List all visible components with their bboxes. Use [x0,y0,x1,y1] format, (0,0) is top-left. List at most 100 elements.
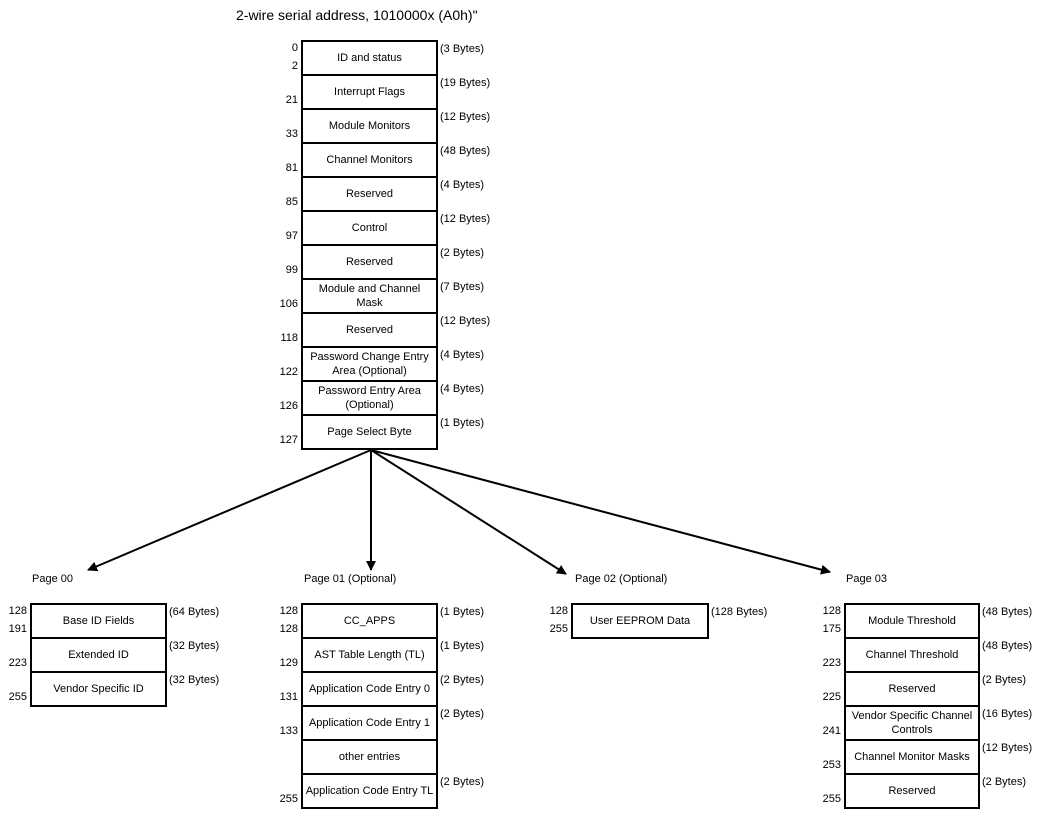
page-02-end-address: 255 [549,623,568,635]
page-00-title: Page 00 [32,573,73,585]
page-03-block-label: Vendor Specific Channel Controls [851,710,973,736]
page-03-block-label: Channel Monitor Masks [854,751,970,763]
lower-block-label: Page Select Byte [327,426,412,438]
page-01-end-address: 128 [279,623,298,635]
arrow-to-page-00 [87,449,372,572]
page-00-block: Vendor Specific ID [30,671,167,707]
page-00-block-size: (64 Bytes) [169,606,220,618]
page-03-block-size: (2 Bytes) [982,674,1027,686]
page-03-title: Page 03 [846,573,887,585]
lower-block-size: (2 Bytes) [440,247,485,259]
page-01-block: other entries [301,739,438,775]
lower-block: ID and status [301,40,438,76]
page-03-block-label: Channel Threshold [865,649,959,661]
page-02-start-address: 128 [549,605,568,617]
page-01-block-size: (2 Bytes) [440,708,485,720]
lower-block-size: (7 Bytes) [440,281,485,293]
lower-start-address: 0 [291,42,298,54]
lower-block-size: (1 Bytes) [440,417,485,429]
page-01-block-label: CC_APPS [343,615,396,627]
page-01-block-size: (2 Bytes) [440,674,485,686]
lower-end-address: 85 [285,196,298,208]
lower-block: Module Monitors [301,108,438,144]
lower-end-address: 97 [285,230,298,242]
page-03-end-address: 175 [822,623,841,635]
page-01-start-address: 128 [279,605,298,617]
page-03-block: Channel Threshold [844,637,980,673]
lower-block-size: (12 Bytes) [440,213,491,225]
page-01-block-size: (2 Bytes) [440,776,485,788]
page-00-end-address: 191 [8,623,27,635]
page-03-block: Reserved [844,671,980,707]
page-03-end-address: 241 [822,725,841,737]
lower-block-size: (19 Bytes) [440,77,491,89]
page-00-block-label: Vendor Specific ID [53,683,144,695]
page-03-block-size: (48 Bytes) [982,640,1033,652]
lower-block-label: Reserved [345,324,394,336]
lower-block-label: Password Entry Area (Optional) [318,385,421,411]
page-03-block: Vendor Specific Channel Controls [844,705,980,741]
diagram-title: 2-wire serial address, 1010000x (A0h)" [236,7,478,23]
lower-block-label: Reserved [345,256,394,268]
lower-block-size: (4 Bytes) [440,349,485,361]
page-00-block-size: (32 Bytes) [169,674,220,686]
page-00-end-address: 255 [8,691,27,703]
lower-block-size: (48 Bytes) [440,145,491,157]
lower-block-label: Module and Channel Mask [318,283,421,309]
page-02-block-size: (128 Bytes) [711,606,768,618]
page-03-block-label: Reserved [888,785,936,797]
page-01-block-label: other entries [338,751,401,763]
page-03-end-address: 255 [822,793,841,805]
lower-end-address: 118 [280,332,298,344]
page-03-block-size: (12 Bytes) [982,742,1033,754]
page-00-block: Extended ID [30,637,167,673]
page-03-block: Reserved [844,773,980,809]
lower-block: Control [301,210,438,246]
page-03-end-address: 253 [822,759,841,771]
page-01-end-address: 255 [279,793,298,805]
page-03-block: Channel Monitor Masks [844,739,980,775]
lower-block-label: Reserved [345,188,394,200]
lower-end-address: 81 [285,162,298,174]
page-01-block-label: Application Code Entry 1 [308,717,431,729]
page-03-block-size: (2 Bytes) [982,776,1027,788]
page-03-end-address: 225 [822,691,841,703]
lower-block-label: Channel Monitors [326,154,413,166]
page-03-block: Module Threshold [844,603,980,639]
arrow-to-page-03 [370,449,831,575]
lower-block: Module and Channel Mask [301,278,438,314]
page-01-block: CC_APPS [301,603,438,639]
lower-block: Password Change Entry Area (Optional) [301,346,438,382]
lower-block-size: (3 Bytes) [440,43,485,55]
lower-block-label: Control [351,222,388,234]
page-01-block: Application Code Entry 0 [301,671,438,707]
page-01-block-size: (1 Bytes) [440,606,485,618]
page-01-block: Application Code Entry TL [301,773,438,809]
page-01-end-address: 129 [279,657,298,669]
page-03-block-label: Reserved [888,683,936,695]
page-00-end-address: 223 [8,657,27,669]
page-02-block-label: User EEPROM Data [589,615,691,627]
page-01-end-address: 133 [279,725,298,737]
lower-block-label: Module Monitors [328,120,411,132]
page-00-block-size: (32 Bytes) [169,640,220,652]
lower-end-address: 33 [285,128,298,140]
page-03-start-address: 128 [822,605,841,617]
lower-end-address: 21 [285,94,298,106]
lower-block-size: (12 Bytes) [440,315,491,327]
lower-end-address: 127 [279,434,298,446]
page-01-block-size: (1 Bytes) [440,640,485,652]
page-01-block-label: AST Table Length (TL) [314,649,425,661]
page-02-block: User EEPROM Data [571,603,709,639]
lower-block: Reserved [301,176,438,212]
page-00-block-label: Base ID Fields [62,615,135,627]
lower-block-size: (4 Bytes) [440,383,485,395]
lower-block: Channel Monitors [301,142,438,178]
lower-end-address: 106 [279,298,298,310]
lower-end-address: 122 [279,366,298,378]
page-01-end-address: 131 [279,691,298,703]
page-01-block-label: Application Code Entry TL [305,785,434,797]
page-03-block-size: (16 Bytes) [982,708,1033,720]
page-01-block-label: Application Code Entry 0 [308,683,431,695]
